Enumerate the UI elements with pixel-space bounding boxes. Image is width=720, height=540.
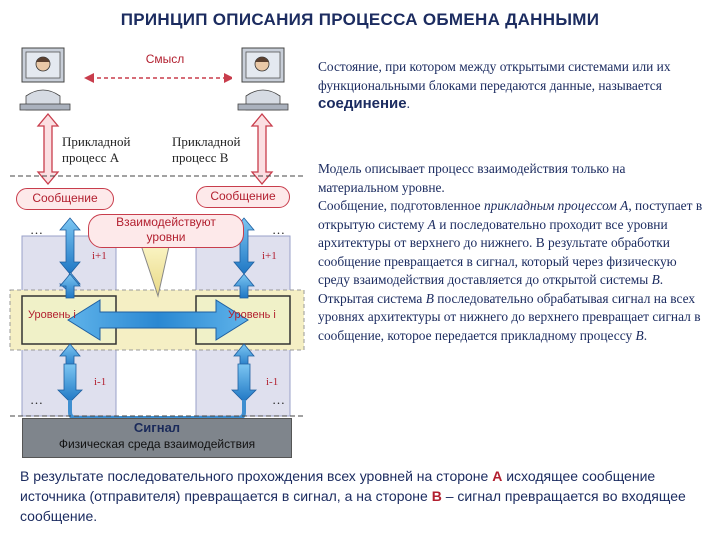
user-b-process-arrow (250, 112, 274, 186)
meaning-arrow (84, 73, 234, 83)
level-minus-right: i-1 (266, 376, 279, 388)
message-left-badge: Сообщение (16, 188, 114, 210)
ellipsis-bottom-left: … (30, 392, 43, 407)
user-a-icon (18, 46, 72, 112)
system-a-vertical-arrows (57, 217, 83, 403)
message-flow-text: Сообщение, подготовленное прикладным про… (318, 198, 703, 343)
system-b-vertical-arrows (231, 217, 257, 403)
process-a-label: Прикладной процесс A (62, 134, 131, 165)
user-a-process-arrow (36, 112, 60, 186)
level-right-label: Уровень i (228, 309, 276, 321)
model-description: Модель описывает процесс взаимодействия … (318, 160, 708, 345)
level-plus-right: i+1 (262, 250, 277, 262)
interact-pointer (139, 241, 171, 298)
interact-callout: Взаимодействуют уровни (88, 214, 244, 248)
message-right-badge: Сообщение (196, 186, 290, 208)
connection-definition: Состояние, при котором между открытыми с… (318, 59, 671, 112)
connection-term: соединение (318, 95, 407, 112)
process-b-label: Прикладной процесс B (172, 134, 241, 165)
meaning-label: Смысл (145, 52, 185, 66)
model-scope-text: Модель описывает процесс взаимодействия … (318, 161, 626, 195)
peer-level-arrow (67, 299, 249, 341)
summary-text: В результате последовательного прохожден… (20, 468, 686, 524)
signal-label: Сигнал (133, 420, 181, 435)
ellipsis-top-left: … (30, 222, 43, 237)
ellipsis-bottom-right: … (272, 392, 285, 407)
level-minus-left: i-1 (94, 376, 107, 388)
ellipsis-top-right: … (272, 222, 285, 237)
medium-label: Физическая среда взаимодействия (58, 437, 256, 451)
level-left-label: Уровень i (28, 309, 76, 321)
user-b-icon (232, 46, 289, 112)
page-title: ПРИНЦИП ОПИСАНИЯ ПРОЦЕССА ОБМЕНА ДАННЫМИ (120, 10, 600, 29)
physical-medium-box: Сигнал Физическая среда взаимодействия (22, 418, 292, 458)
level-plus-left: i+1 (92, 250, 107, 262)
